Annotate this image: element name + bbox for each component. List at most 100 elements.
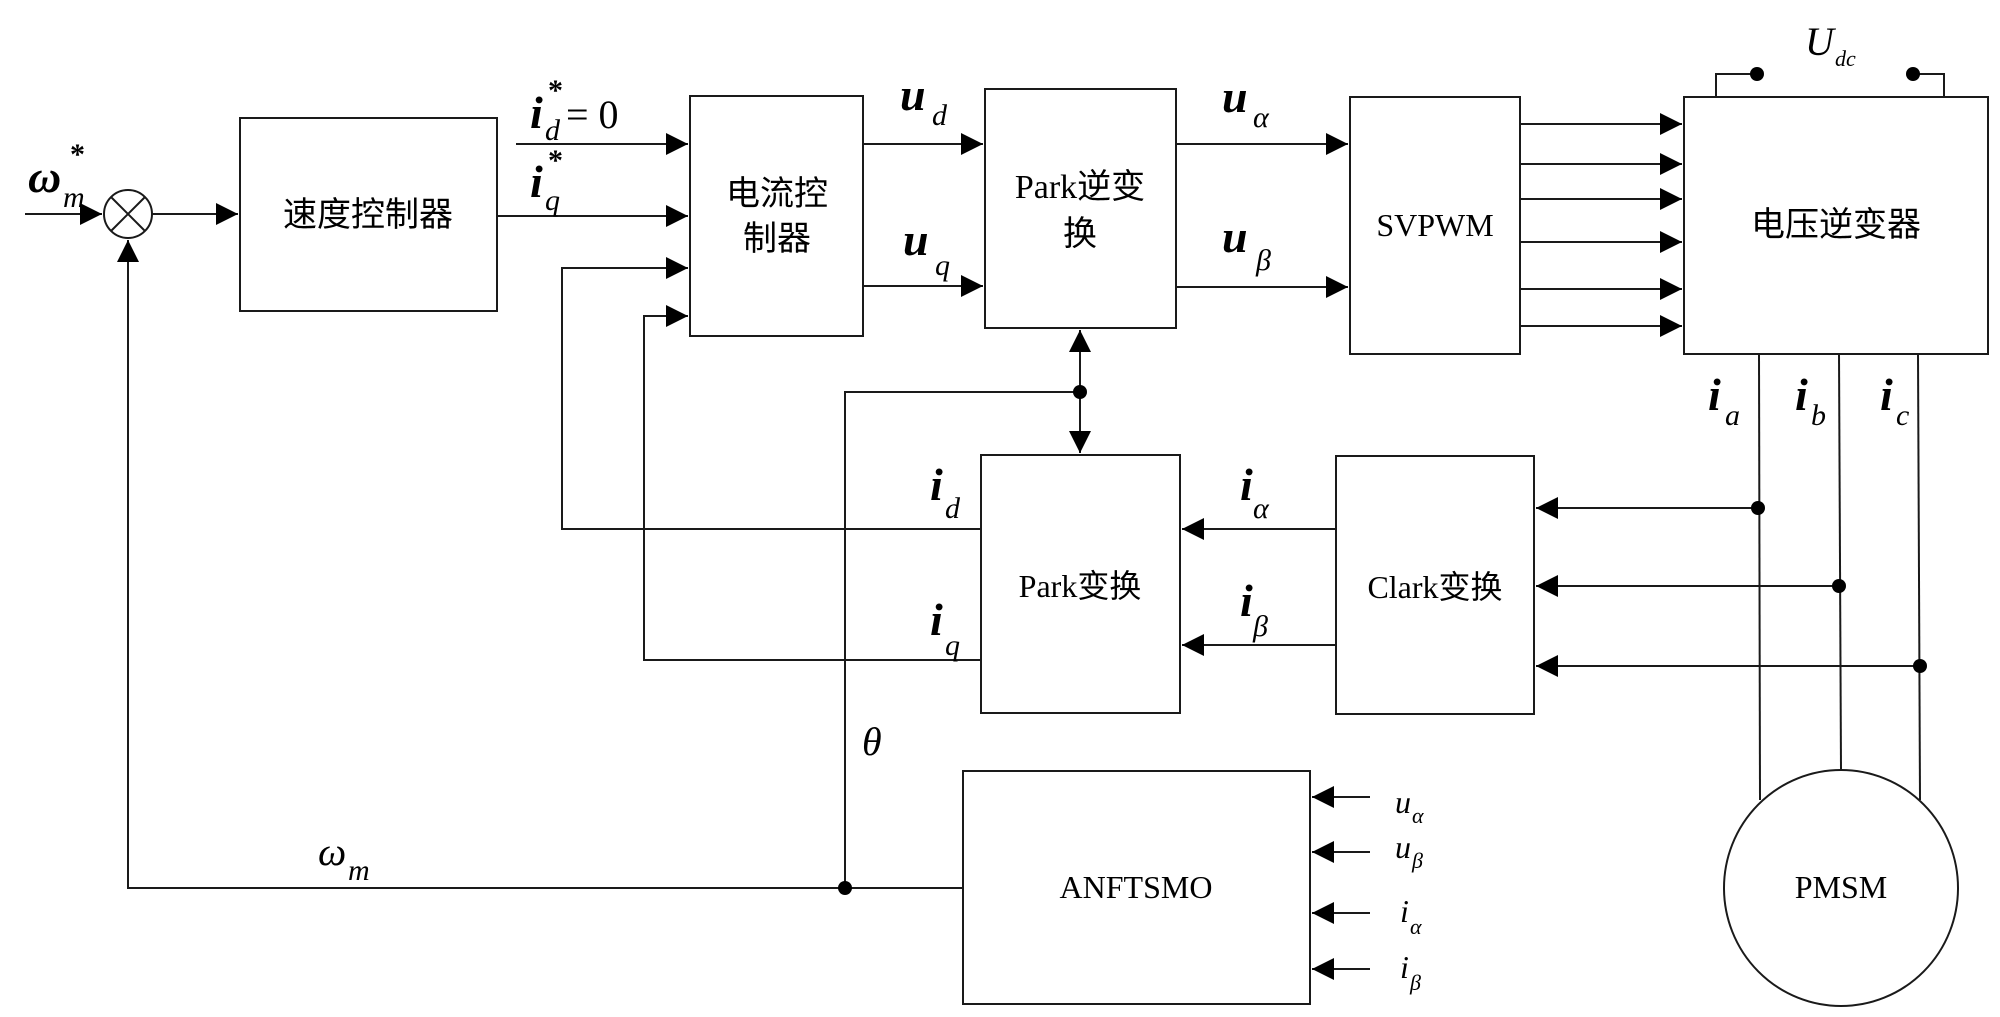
theta-junction-dot <box>1073 385 1087 399</box>
id-ref-label: i d * = 0 <box>530 74 619 147</box>
svg-text:i: i <box>530 87 543 138</box>
i-alpha-label: i α <box>1240 459 1270 525</box>
svg-text:m: m <box>348 854 370 887</box>
svg-text:β: β <box>1411 848 1423 873</box>
ib-junction-dot <box>1832 579 1846 593</box>
svg-text:*: * <box>548 144 563 177</box>
svg-text:i: i <box>530 156 543 207</box>
svg-text:= 0: = 0 <box>566 92 619 137</box>
svg-text:ω: ω <box>318 829 346 874</box>
svg-text:d: d <box>545 114 561 147</box>
ia-label: i a <box>1708 369 1740 432</box>
pmsm-motor[interactable]: PMSM <box>1723 769 1959 1007</box>
current-controller-block[interactable]: 电流控 制器 <box>689 95 864 337</box>
svg-text:α: α <box>1253 492 1270 525</box>
u-alpha-label: u α <box>1222 71 1270 134</box>
phase-c-wire <box>1917 353 1921 801</box>
svg-text:SVPWM: SVPWM <box>1376 207 1493 243</box>
svg-text:q: q <box>545 184 560 217</box>
phase-a-wire <box>1758 353 1761 801</box>
iq-label: i q <box>930 594 960 662</box>
i-beta-label: i β <box>1240 575 1268 643</box>
svg-text:Park逆变: Park逆变 <box>1015 168 1145 206</box>
ic-junction-dot <box>1913 659 1927 673</box>
svg-text:i: i <box>1400 949 1409 985</box>
iq-feedback-wire <box>643 305 981 661</box>
svg-text:制器: 制器 <box>743 221 811 258</box>
svg-text:d: d <box>945 492 961 525</box>
svg-text:dc: dc <box>1835 46 1856 71</box>
udc-label: U dc <box>1805 19 1856 71</box>
svg-text:i: i <box>1240 575 1253 626</box>
obs-u-beta-label: u β <box>1395 829 1423 873</box>
svg-text:PMSM: PMSM <box>1795 869 1888 905</box>
svg-text:q: q <box>935 249 950 282</box>
ib-label: i b <box>1795 369 1826 432</box>
svg-text:ANFTSMO: ANFTSMO <box>1060 869 1213 905</box>
svpwm-block[interactable]: SVPWM <box>1349 96 1521 355</box>
svg-text:i: i <box>1240 459 1253 510</box>
svg-text:u: u <box>1395 784 1411 820</box>
obs-u-alpha-label: u α <box>1395 784 1424 828</box>
omega-ref-label: ω m * <box>28 138 85 214</box>
svg-text:β: β <box>1255 244 1271 277</box>
svg-text:电压逆变器: 电压逆变器 <box>1751 206 1921 244</box>
svg-text:b: b <box>1811 399 1826 432</box>
svg-text:i: i <box>1400 893 1409 929</box>
iq-ref-label: i q * <box>530 144 563 217</box>
svg-text:c: c <box>1896 399 1909 432</box>
clark-block[interactable]: Clark变换 <box>1335 455 1535 715</box>
ic-label: i c <box>1880 369 1909 432</box>
svg-text:Clark变换: Clark变换 <box>1367 569 1502 605</box>
svg-text:电流控: 电流控 <box>726 175 828 213</box>
speed-controller-block[interactable]: 速度控制器 <box>239 117 498 312</box>
svg-text:i: i <box>930 459 943 510</box>
svg-text:α: α <box>1412 803 1424 828</box>
omega-fb-label: ω m <box>318 829 370 887</box>
svg-text:i: i <box>1795 369 1808 420</box>
svg-text:换: 换 <box>1063 215 1097 253</box>
voltage-inverter-block[interactable]: 电压逆变器 <box>1683 96 1989 355</box>
observer-output-junction-dot <box>838 881 852 895</box>
ia-junction-dot <box>1751 501 1765 515</box>
svg-text:*: * <box>548 74 563 107</box>
park-block[interactable]: Park变换 <box>980 454 1181 714</box>
svg-text:u: u <box>900 69 926 120</box>
u-beta-label: u β <box>1222 211 1271 277</box>
svg-text:u: u <box>903 214 929 265</box>
svg-text:β: β <box>1252 610 1268 643</box>
svg-text:i: i <box>930 594 943 645</box>
svg-text:i: i <box>1880 369 1893 420</box>
svg-text:d: d <box>932 99 948 132</box>
ud-label: u d <box>900 69 948 132</box>
svg-text:q: q <box>945 629 960 662</box>
dc-bus-terminals <box>1715 67 1945 97</box>
summing-junction <box>103 189 153 239</box>
theta-label: θ <box>862 719 882 764</box>
theta-wire <box>844 391 1080 886</box>
svg-text:u: u <box>1222 71 1248 122</box>
obs-i-alpha-label: i α <box>1400 893 1422 939</box>
anftsmo-observer-block[interactable]: ANFTSMO <box>962 770 1311 1005</box>
uq-label: u q <box>903 214 950 282</box>
svg-text:a: a <box>1725 399 1740 432</box>
svg-text:u: u <box>1222 211 1248 262</box>
svg-text:i: i <box>1708 369 1721 420</box>
omega-feedback-wire <box>117 240 963 889</box>
svg-text:α: α <box>1410 914 1422 939</box>
id-feedback-wire <box>561 257 981 530</box>
id-label: i d <box>930 459 961 525</box>
svg-text:ω: ω <box>28 151 61 202</box>
svg-text:*: * <box>70 138 85 171</box>
inverse-park-block[interactable]: Park逆变 换 <box>984 88 1177 329</box>
svg-text:α: α <box>1253 101 1270 134</box>
pwm-gate-signals <box>1520 113 1682 337</box>
phase-b-wire <box>1838 353 1842 771</box>
svg-text:u: u <box>1395 829 1411 865</box>
svg-text:Park变换: Park变换 <box>1019 568 1142 604</box>
svg-text:U: U <box>1805 19 1837 64</box>
obs-i-beta-label: i β <box>1400 949 1421 995</box>
svg-text:m: m <box>63 181 85 214</box>
svg-text:β: β <box>1409 970 1421 995</box>
